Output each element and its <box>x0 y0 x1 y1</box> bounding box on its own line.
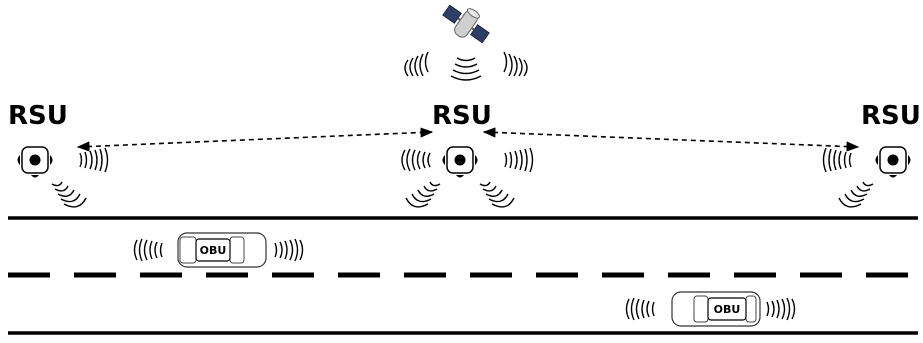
rsu-label-center: RSU <box>432 101 492 131</box>
rsu-device-center <box>442 146 478 178</box>
rsu-center-waves <box>401 147 534 208</box>
rsu-left-waves <box>51 147 109 208</box>
rsu-right-waves <box>822 147 874 208</box>
obu-label-1: OBU <box>200 244 227 257</box>
rsu-link-center-right <box>482 127 860 152</box>
vehicle-obu-2: OBU <box>671 291 761 327</box>
rsu-device-left <box>17 146 53 178</box>
vehicle-obu-1: OBU <box>177 232 267 268</box>
rsu-label-left: RSU <box>8 101 68 131</box>
satellite-signal-waves <box>404 51 528 81</box>
satellite-icon <box>442 4 490 44</box>
obu-2-waves <box>625 297 796 321</box>
obu-1-waves <box>133 238 304 262</box>
rsu-device-right <box>875 146 911 178</box>
rsu-label-right: RSU <box>861 101 921 131</box>
obu-label-2: OBU <box>714 303 741 316</box>
rsu-link-left-center <box>76 127 434 152</box>
